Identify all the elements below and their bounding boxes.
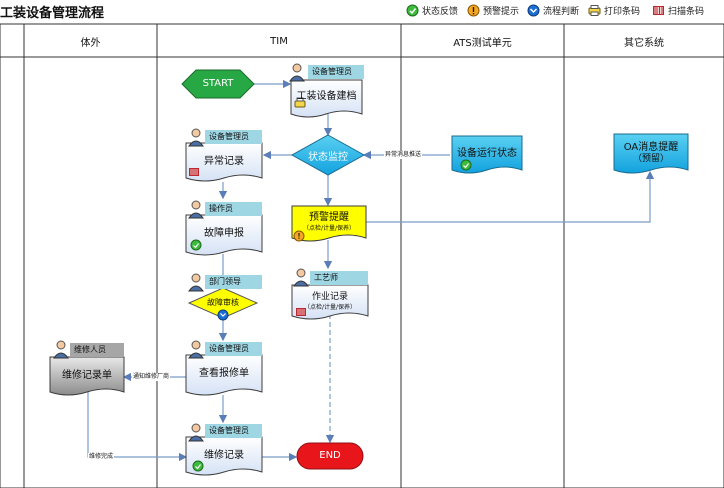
person-icon [53,340,69,359]
legend-label: 状态反馈 [422,7,459,17]
edge-label-notify-vendor: 通知维修厂商 [132,373,171,381]
status-feedback-icon [192,460,204,472]
legend-status-feedback: 状态反馈 [406,4,458,17]
role-tag: 工艺师 [310,271,368,285]
warning-alert-label: 预警提醒 [309,212,349,223]
flow-judge-icon [527,4,540,17]
build-file-node [290,79,363,118]
warning-alert-sublabel: （点检/计量/保养） [302,225,356,232]
lane-header-outside: 体外 [80,37,101,49]
role-tag: 设备管理员 [205,424,262,438]
warning-icon [467,4,480,17]
abnormal-record-node [185,142,263,182]
scan-barcode-icon [296,308,306,316]
legend-label: 预警提示 [483,7,520,17]
fault-report-label: 故障申报 [204,228,244,239]
repair-record-node [185,436,263,476]
role-tag: 部门领导 [205,275,262,289]
role-tag: 维修人员 [70,343,124,357]
start-label: START [202,78,234,89]
oa-message-label: OA消息提醒 [623,142,679,153]
role-tag: 设备管理员 [205,342,262,356]
print-barcode-icon [294,97,306,108]
print-barcode-icon [588,5,601,16]
person-icon [188,340,204,359]
legend-label: 流程判断 [543,7,580,17]
legend-warning: 预警提示 [467,4,519,17]
edge-warning-to-oa [366,170,655,223]
legend-print-barcode: 打印条码 [588,4,640,17]
person-icon [293,268,309,287]
status-feedback-icon [460,159,472,171]
role-tag: 设备管理员 [308,65,364,79]
person-icon [188,128,204,147]
repair-form-label: 维修记录单 [62,370,112,381]
lane-header-other-systems: 其它系统 [624,37,664,49]
check-repair-label: 查看报修单 [199,368,249,379]
connectors [87,79,655,462]
work-record-node [291,284,369,320]
repair-form-node [49,356,125,396]
person-icon [188,273,204,292]
role-tag: 设备管理员 [205,130,262,144]
work-record-sublabel: （点检/计量/保养） [303,304,357,311]
status-feedback-icon [190,239,202,251]
end-label: END [319,450,341,461]
lane-header-tim: TIM [270,35,288,47]
repair-record-label: 维修记录 [204,450,244,461]
abnormal-record-label: 异常记录 [204,156,244,167]
work-record-label: 作业记录 [311,292,348,302]
warning-icon [293,230,305,242]
scan-barcode-icon [653,6,664,15]
fault-review-label: 故障审核 [207,298,239,307]
person-icon [188,423,204,442]
fault-report-node [185,214,263,256]
device-status-label: 设备运行状态 [457,148,517,159]
legend-label: 扫描条码 [668,7,705,17]
oa-message-sublabel: （预留） [632,154,669,164]
status-monitor-label: 状态监控 [308,152,348,163]
status-feedback-icon [406,4,419,17]
person-icon [188,200,204,219]
build-file-label: 工装设备建档 [296,91,357,102]
status-monitor-node [290,134,366,176]
oa-message-node [613,133,689,174]
flow-judge-icon [217,309,229,321]
edge-label-push-abnormal: 异常消息推送 [384,151,423,159]
legend-flow-judge: 流程判断 [527,4,579,17]
legend-scan-barcode: 扫描条码 [652,4,704,17]
legend-label: 打印条码 [604,7,641,17]
scan-barcode-icon [189,168,199,176]
person-icon [289,63,305,82]
role-tag: 操作员 [205,202,262,216]
diagram-title: 工装设备管理流程 [0,6,105,21]
edge-label-repair-done: 维修完成 [88,453,115,461]
lane-header-ats: ATS测试单元 [453,37,512,49]
swimlane-frame [0,23,724,488]
check-repair-node [185,354,263,396]
end-node [296,442,364,470]
edge-form-to-repair [87,392,188,462]
start-node [181,69,255,99]
